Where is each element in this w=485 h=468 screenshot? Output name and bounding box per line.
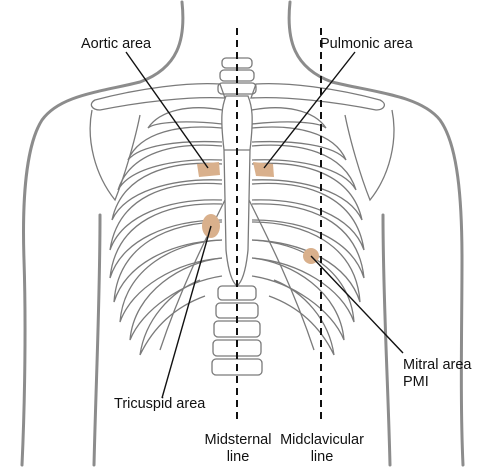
aortic-leader-line: [125, 51, 209, 169]
mitral-area-label-line1: Mitral area: [403, 357, 472, 373]
midclavicular-line-label-line1: Midclavicular: [280, 432, 364, 448]
pulmonic-area-label: Pulmonic area: [320, 36, 413, 52]
pulmonic-area-marker: [253, 162, 274, 177]
midsternal-line-label: Midsternal line: [190, 432, 286, 466]
pulmonic-leader-line: [263, 51, 356, 169]
tricuspid-area-label: Tricuspid area: [114, 396, 206, 412]
midsternal-line-label-line1: Midsternal: [204, 432, 272, 448]
midsternal-line-label-line2: line: [226, 449, 250, 465]
midclavicular-line-label: Midclavicular line: [272, 432, 372, 466]
tricuspid-leader-line: [161, 225, 212, 399]
leader-lines: [125, 51, 404, 399]
rib-cage: [89, 57, 395, 376]
body-outline: [20, 0, 465, 467]
aortic-area-label: Aortic area: [81, 36, 152, 52]
mitral-leader-line: [310, 255, 404, 354]
midclavicular-line-label-line2: line: [310, 449, 334, 465]
aortic-area-marker: [197, 162, 220, 177]
mitral-area-label-line2: PMI: [403, 374, 429, 390]
mitral-area-label: Mitral area PMI: [403, 357, 472, 391]
